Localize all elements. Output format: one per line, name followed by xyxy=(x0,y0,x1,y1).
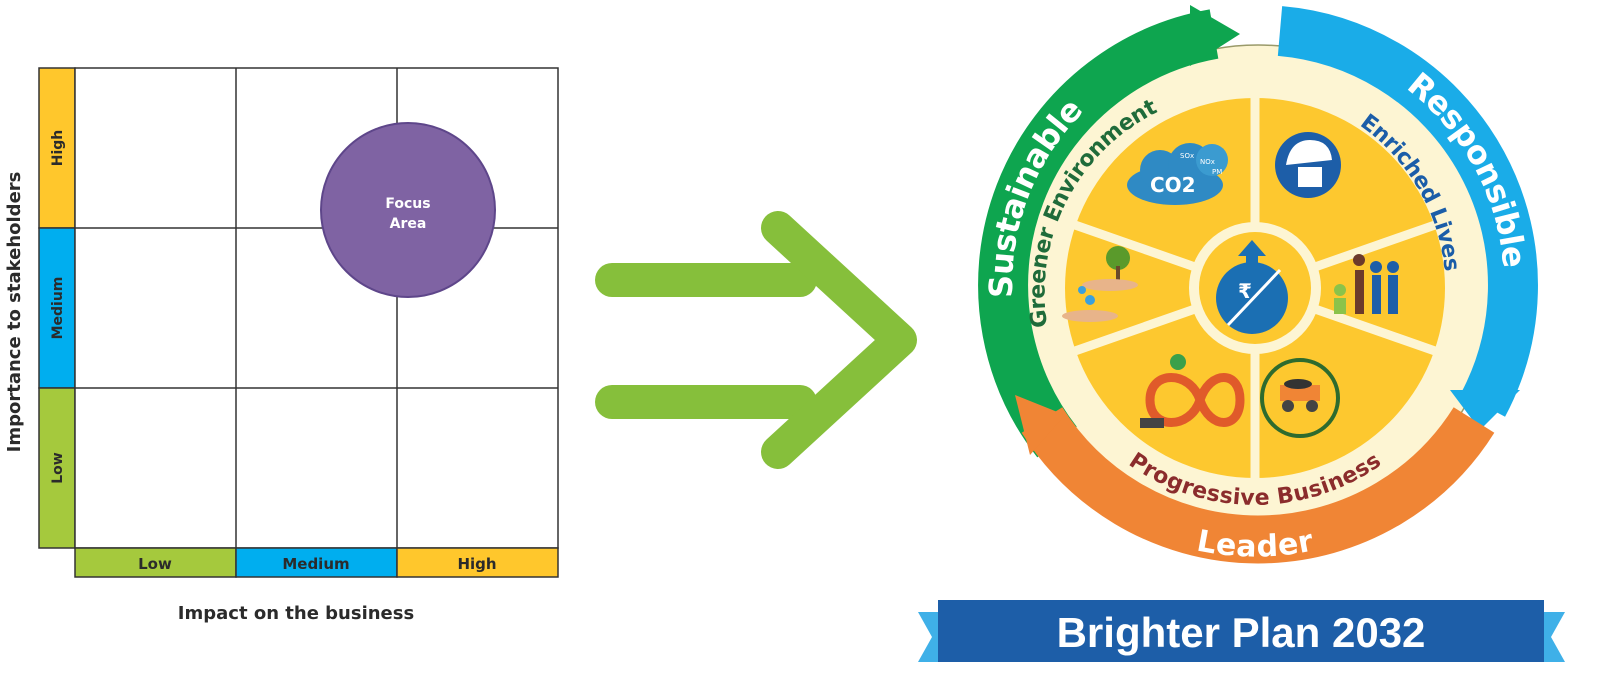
matrix-grid xyxy=(74,67,559,549)
water-plant-hands-icon xyxy=(1062,246,1138,322)
x-level-high-bar xyxy=(396,547,559,578)
svg-text:NOx: NOx xyxy=(1200,158,1215,166)
people-icon xyxy=(1334,254,1399,314)
emissions-cloud-icon: CO2 SOx NOx PM xyxy=(1127,143,1228,205)
x-level-high: High xyxy=(457,555,496,573)
focus-area-circle xyxy=(320,122,496,298)
right-arrow-icon xyxy=(595,211,917,469)
svg-text:PM: PM xyxy=(1212,168,1222,176)
x-level-low-bar xyxy=(74,547,237,578)
y-level-medium-bar xyxy=(38,227,76,389)
y-level-high-bar xyxy=(38,67,76,229)
brighter-plan-wheel: Sustainable Responsible Leader ₹ Greener… xyxy=(978,5,1538,565)
y-level-high: High xyxy=(50,130,66,167)
x-axis-label: Impact on the business xyxy=(178,603,414,624)
focus-area-label-1: Focus xyxy=(385,196,430,212)
sustainable-arc xyxy=(978,9,1219,458)
responsible-arc xyxy=(1277,6,1538,417)
svg-text:CO2: CO2 xyxy=(1150,173,1196,197)
x-level-low: Low xyxy=(138,555,172,573)
materiality-matrix: High Medium Low Low Medium High Focus Ar… xyxy=(4,67,559,624)
svg-text:₹: ₹ xyxy=(1238,279,1252,303)
circular-economy-icon xyxy=(1140,354,1245,428)
brighter-plan-banner: Brighter Plan 2032 xyxy=(918,600,1565,662)
outer-label-leader: Leader xyxy=(1194,524,1316,565)
mining-truck-icon xyxy=(1260,358,1340,438)
x-level-medium: Medium xyxy=(282,555,349,573)
rupee-balance-icon: ₹ xyxy=(1216,240,1288,334)
y-axis-label: Importance to stakeholders xyxy=(4,172,25,453)
focus-area-label-2: Area xyxy=(390,216,427,232)
svg-text:SOx: SOx xyxy=(1180,152,1194,160)
y-level-low: Low xyxy=(50,452,66,484)
safety-helmet-icon xyxy=(1275,132,1341,198)
y-level-medium: Medium xyxy=(50,277,66,340)
y-level-low-bar xyxy=(38,387,76,549)
leader-arc xyxy=(1021,407,1495,564)
banner-title: Brighter Plan 2032 xyxy=(1057,609,1426,656)
